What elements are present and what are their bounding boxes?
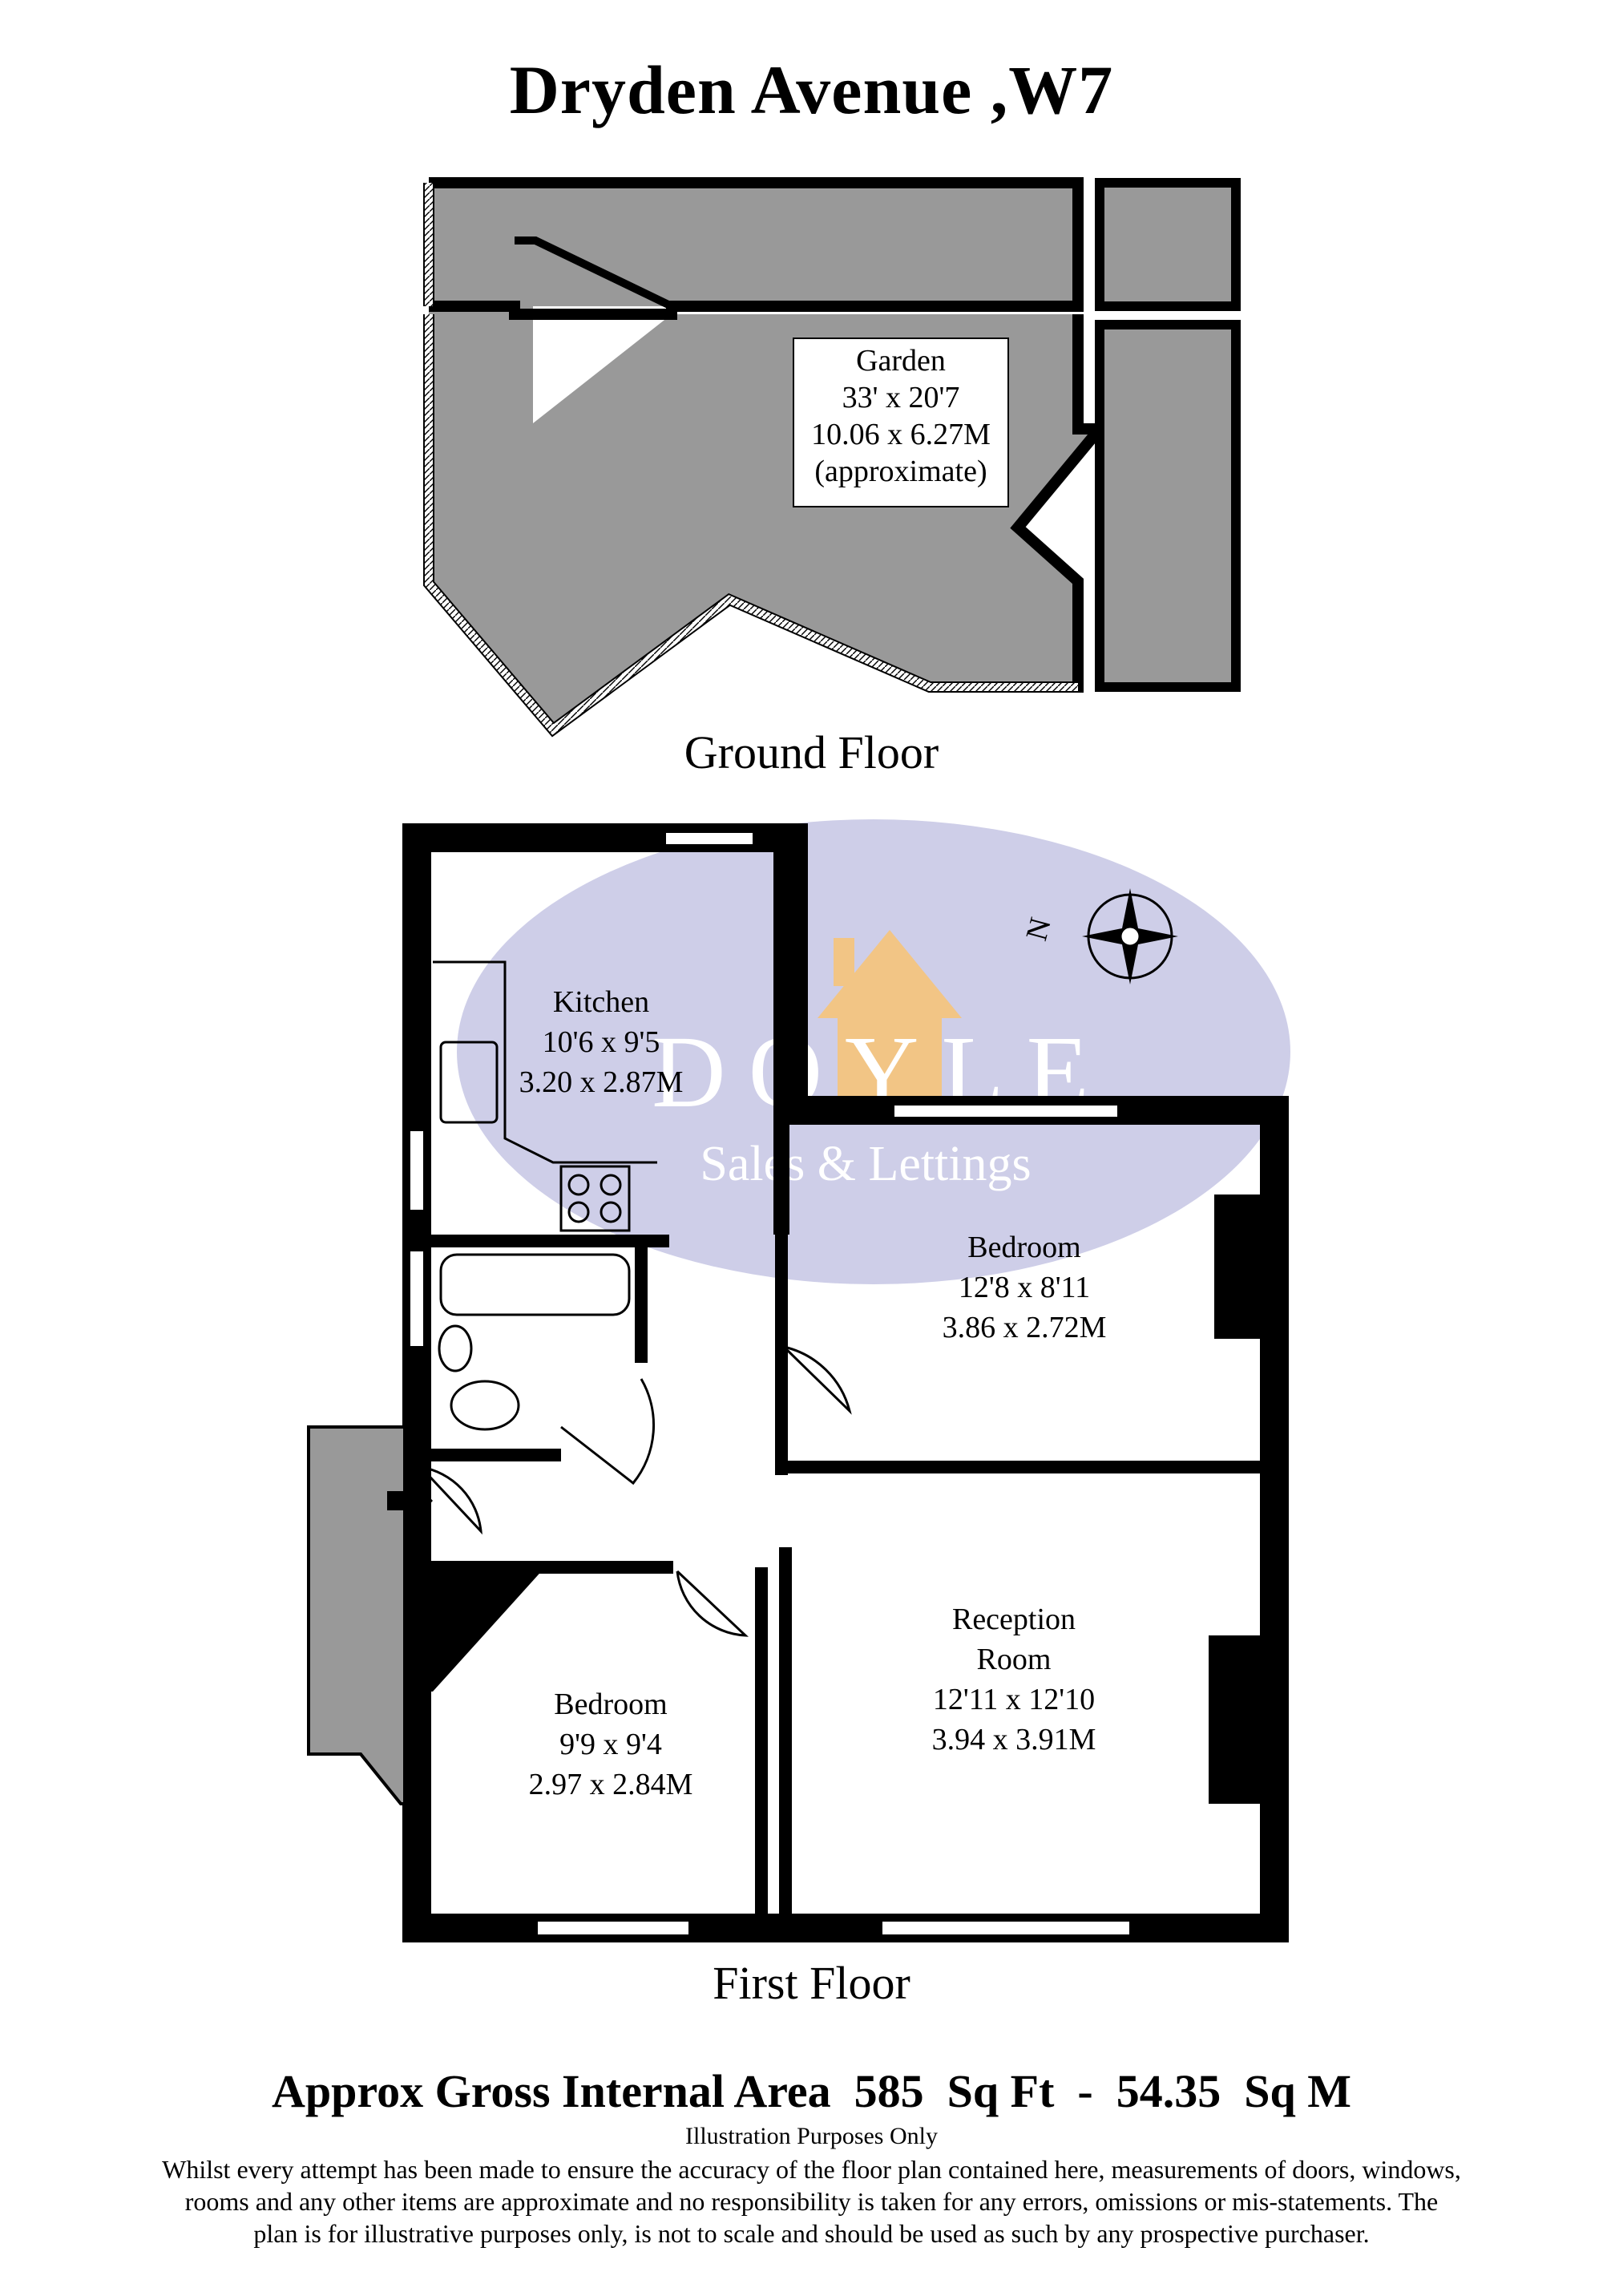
exterior-wall [402,823,1289,1942]
bedroom1-door [782,1345,852,1415]
watermark-house-icon [818,930,962,1106]
bedroom2-metric: 2.97 x 2.84M [529,1768,693,1801]
compass-icon [1082,888,1178,984]
garden-name: Garden [856,344,946,378]
reception-metric: 3.94 x 3.91M [932,1723,1096,1756]
first-floor-plan: N Kitchen 10'6 x 9'5 3.20 x 2.87M Bedroo… [307,823,1289,1942]
garden-notch [515,236,676,314]
garden-right-strip-top [1095,178,1241,311]
bedroom1-window [893,1104,1119,1118]
bedroom1-imperial: 12'8 x 8'11 [959,1271,1090,1304]
kitchen-imperial: 10'6 x 9'5 [543,1025,660,1059]
illustration-note: Illustration Purposes Only [685,2123,938,2149]
page-title: Dryden Avenue ,W7 [509,51,1114,128]
garden-right-strip-bottom [1095,320,1241,692]
kitchen-side-window [409,1130,425,1211]
bedroom2-corner-block [417,1567,545,1692]
bathroom-side-window [409,1250,425,1348]
stair-landing [307,1425,406,1805]
reception-chimney-breast [1209,1635,1265,1804]
bedroom2-name: Bedroom [554,1688,667,1721]
bedroom2-imperial: 9'9 x 9'4 [559,1728,662,1761]
garden-label-box [793,338,1009,507]
watermark-tagline: Sales & Lettings [700,1137,1031,1191]
garden-note: (approximate) [814,455,987,488]
bedroom2-door [676,1570,749,1637]
bedroom1-metric: 3.86 x 2.72M [943,1311,1107,1344]
entrance-arrow-icon [387,1479,433,1522]
worktop [433,960,657,1164]
reception-name-line2: Room [977,1643,1052,1676]
gross-internal-area: Approx Gross Internal Area 585 Sq Ft - 5… [272,2065,1351,2117]
entrance-door [419,1465,482,1535]
kitchen-metric: 3.20 x 2.87M [519,1065,684,1099]
kitchen-name: Kitchen [553,985,649,1019]
reception-name-line1: Reception [952,1603,1076,1636]
kitchen-window [664,831,754,846]
disclaimer: Whilst every attempt has been made to en… [162,2155,1461,2248]
bedroom1-name: Bedroom [967,1231,1080,1264]
ground-floor-plan: Garden 33' x 20'7 10.06 x 6.27M (approxi… [423,177,1241,738]
reception-imperial: 12'11 x 12'10 [933,1683,1095,1716]
toilet-icon [450,1380,520,1431]
basin-icon [438,1324,473,1372]
bathroom-door [560,1378,656,1486]
garden-area [429,183,1100,730]
bedroom2-window [536,1920,690,1936]
garden-outer-wall [425,183,1078,735]
reception-window [881,1920,1131,1936]
bath-icon [439,1253,631,1316]
bedroom1-chimney-breast [1214,1194,1266,1339]
hob-icon [559,1165,631,1232]
garden-imperial: 33' x 20'7 [842,381,960,414]
ground-floor-label: Ground Floor [684,726,939,778]
garden-metric: 10.06 x 6.27M [811,418,991,451]
sink-icon [439,1041,499,1124]
first-floor-label: First Floor [713,1957,910,2009]
